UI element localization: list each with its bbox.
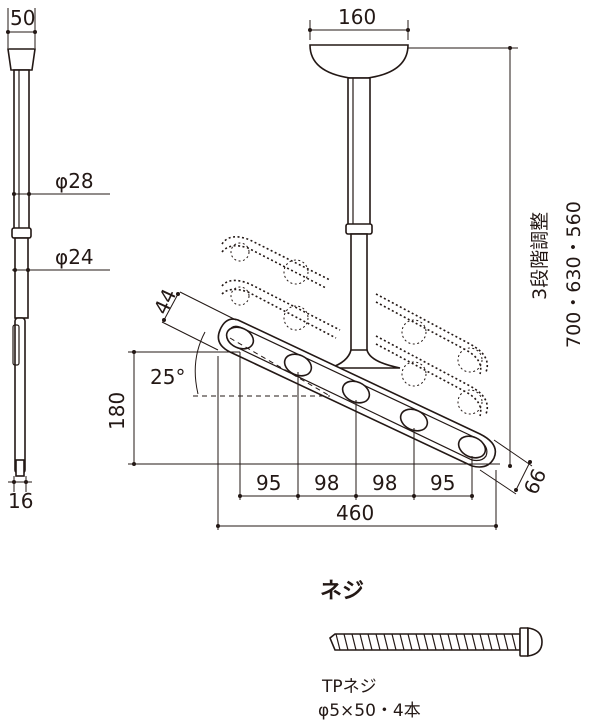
hanger-hole-4: [399, 408, 429, 432]
front-base-width-label: 160: [338, 5, 376, 29]
hanger-hole-2: [283, 353, 313, 377]
side-upper-pipe-dia-label: φ28: [55, 169, 94, 193]
hanger-hole-5: [457, 435, 487, 459]
side-mount-cap: [7, 48, 36, 71]
screw-icon: [329, 627, 543, 657]
front-arm-height-label: 44: [149, 285, 182, 318]
front-view: 160: [105, 5, 551, 530]
side-view: 50 φ28 φ24 16: [6, 6, 110, 513]
screw-section: ネジ TPネジ φ5×50・4本: [318, 579, 543, 721]
side-joint: [11, 227, 32, 239]
segment-3-label: 98: [372, 471, 397, 495]
side-upper-pipe: [13, 69, 30, 231]
front-arm-support: [329, 349, 401, 369]
side-lower-pipe-dia-label: φ24: [55, 245, 94, 269]
front-angle-label: 25°: [150, 365, 185, 389]
side-bottom-width-label: 16: [8, 489, 33, 513]
hanger-hole-3: [341, 380, 371, 404]
hanger-hole-1: [225, 326, 255, 350]
front-ceiling-base: [309, 44, 409, 79]
side-hanger-arm: [14, 317, 26, 474]
screw-section-title: ネジ: [320, 579, 364, 604]
segment-2-label: 98: [314, 471, 339, 495]
front-vertical-offset-label: 180: [105, 392, 129, 430]
adjustment-label: 3段階調整: [529, 212, 551, 300]
front-joint: [345, 223, 373, 235]
front-lower-pipe: [350, 233, 368, 355]
front-end-thickness-label: 66: [519, 465, 552, 498]
screw-name: TPネジ: [321, 677, 377, 697]
side-lower-pipe: [14, 237, 29, 319]
adjustment-lengths: 700・630・560: [563, 201, 585, 348]
segment-4-label: 95: [430, 471, 455, 495]
side-top-width-label: 50: [10, 6, 35, 30]
segment-1-label: 95: [256, 471, 281, 495]
front-upper-pipe: [347, 77, 371, 227]
ghost-arms: [221, 236, 489, 417]
screw-spec: φ5×50・4本: [318, 701, 421, 721]
front-total-length-label: 460: [336, 501, 374, 525]
